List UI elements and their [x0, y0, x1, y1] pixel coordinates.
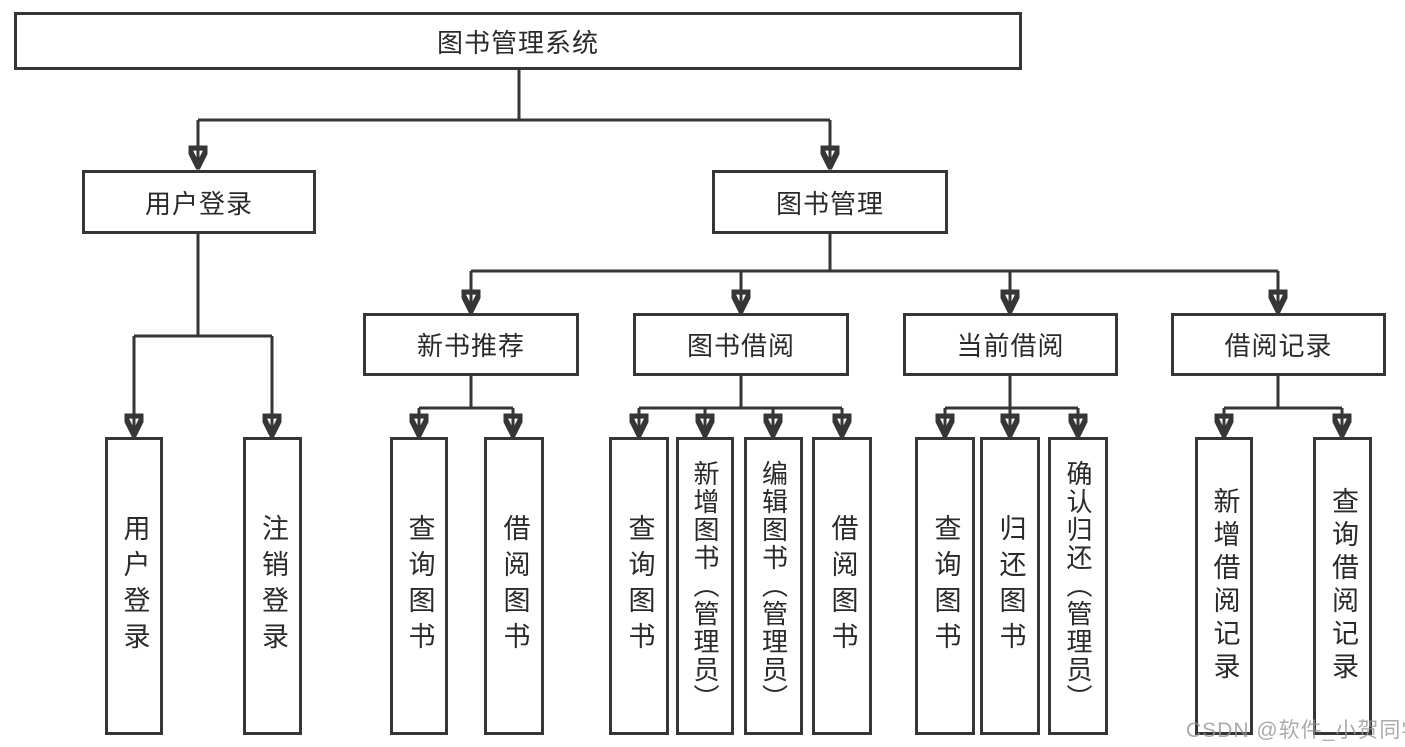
- connector-root-spine: [198, 70, 830, 122]
- node-leaf-borrow-books-new: 借阅图书: [484, 437, 544, 735]
- node-user-login: 用户登录: [82, 170, 316, 234]
- node-new-book-recommend: 新书推荐: [363, 313, 579, 376]
- node-leaf-user-login: 用户登录: [105, 437, 163, 735]
- node-leaf-logout-label: 注销登录: [258, 514, 288, 658]
- watermark-text: CSDN @软件_小贺同学: [1186, 719, 1405, 742]
- node-current-borrowing: 当前借阅: [903, 313, 1118, 376]
- node-leaf-confirm-return-admin-label: 确认归还（管理员）: [1063, 460, 1093, 712]
- connector-borrow-records-spine: [1224, 376, 1342, 410]
- node-leaf-edit-book-admin-label: 编辑图书（管理员）: [758, 460, 789, 712]
- connector-user-login-spine: [134, 234, 272, 338]
- node-user-login-label: 用户登录: [144, 188, 253, 219]
- node-leaf-return-book-label: 归还图书: [995, 514, 1026, 658]
- node-leaf-query-books-new: 查询图书: [390, 437, 448, 735]
- node-new-book-recommend-label: 新书推荐: [416, 331, 525, 361]
- node-leaf-borrow-books-new-label: 借阅图书: [499, 514, 530, 658]
- node-root: 图书管理系统: [14, 12, 1022, 70]
- node-leaf-query-borrow-record: 查询借阅记录: [1313, 437, 1372, 735]
- node-book-management: 图书管理: [712, 170, 948, 234]
- node-leaf-confirm-return-admin: 确认归还（管理员）: [1048, 437, 1108, 735]
- node-leaf-borrow-books-borrow: 借阅图书: [812, 437, 872, 735]
- node-leaf-query-books-current-label: 查询图书: [930, 514, 961, 658]
- node-leaf-add-borrow-record: 新增借阅记录: [1195, 437, 1253, 735]
- connector-current-borrow-spine: [945, 376, 1078, 410]
- node-leaf-borrow-books-borrow-label: 借阅图书: [827, 514, 858, 658]
- node-borrowing-records: 借阅记录: [1171, 313, 1386, 376]
- node-current-borrowing-label: 当前借阅: [956, 331, 1065, 361]
- node-leaf-logout: 注销登录: [243, 437, 302, 735]
- node-leaf-return-book: 归还图书: [980, 437, 1040, 735]
- connector-book-borrow-spine: [639, 376, 842, 410]
- node-leaf-add-book-admin: 新增图书（管理员）: [676, 437, 734, 735]
- connector-book-management-spine: [471, 234, 1278, 273]
- node-leaf-user-login-label: 用户登录: [119, 514, 150, 658]
- node-leaf-query-books-borrow-label: 查询图书: [624, 514, 655, 658]
- node-book-borrowing-label: 图书借阅: [686, 331, 795, 361]
- node-book-management-label: 图书管理: [775, 188, 884, 219]
- node-root-label: 图书管理系统: [436, 27, 599, 58]
- node-leaf-edit-book-admin: 编辑图书（管理员）: [744, 437, 803, 735]
- node-leaf-query-books-borrow: 查询图书: [609, 437, 669, 735]
- node-leaf-query-books-current: 查询图书: [915, 437, 975, 735]
- node-leaf-query-books-new-label: 查询图书: [404, 514, 435, 658]
- node-leaf-add-borrow-record-label: 新增借阅记录: [1209, 487, 1240, 685]
- node-leaf-query-borrow-record-label: 查询借阅记录: [1328, 487, 1358, 685]
- node-leaf-add-book-admin-label: 新增图书（管理员）: [690, 460, 720, 712]
- connector-new-book-spine: [419, 376, 513, 410]
- node-borrowing-records-label: 借阅记录: [1224, 331, 1333, 361]
- node-book-borrowing: 图书借阅: [633, 313, 849, 376]
